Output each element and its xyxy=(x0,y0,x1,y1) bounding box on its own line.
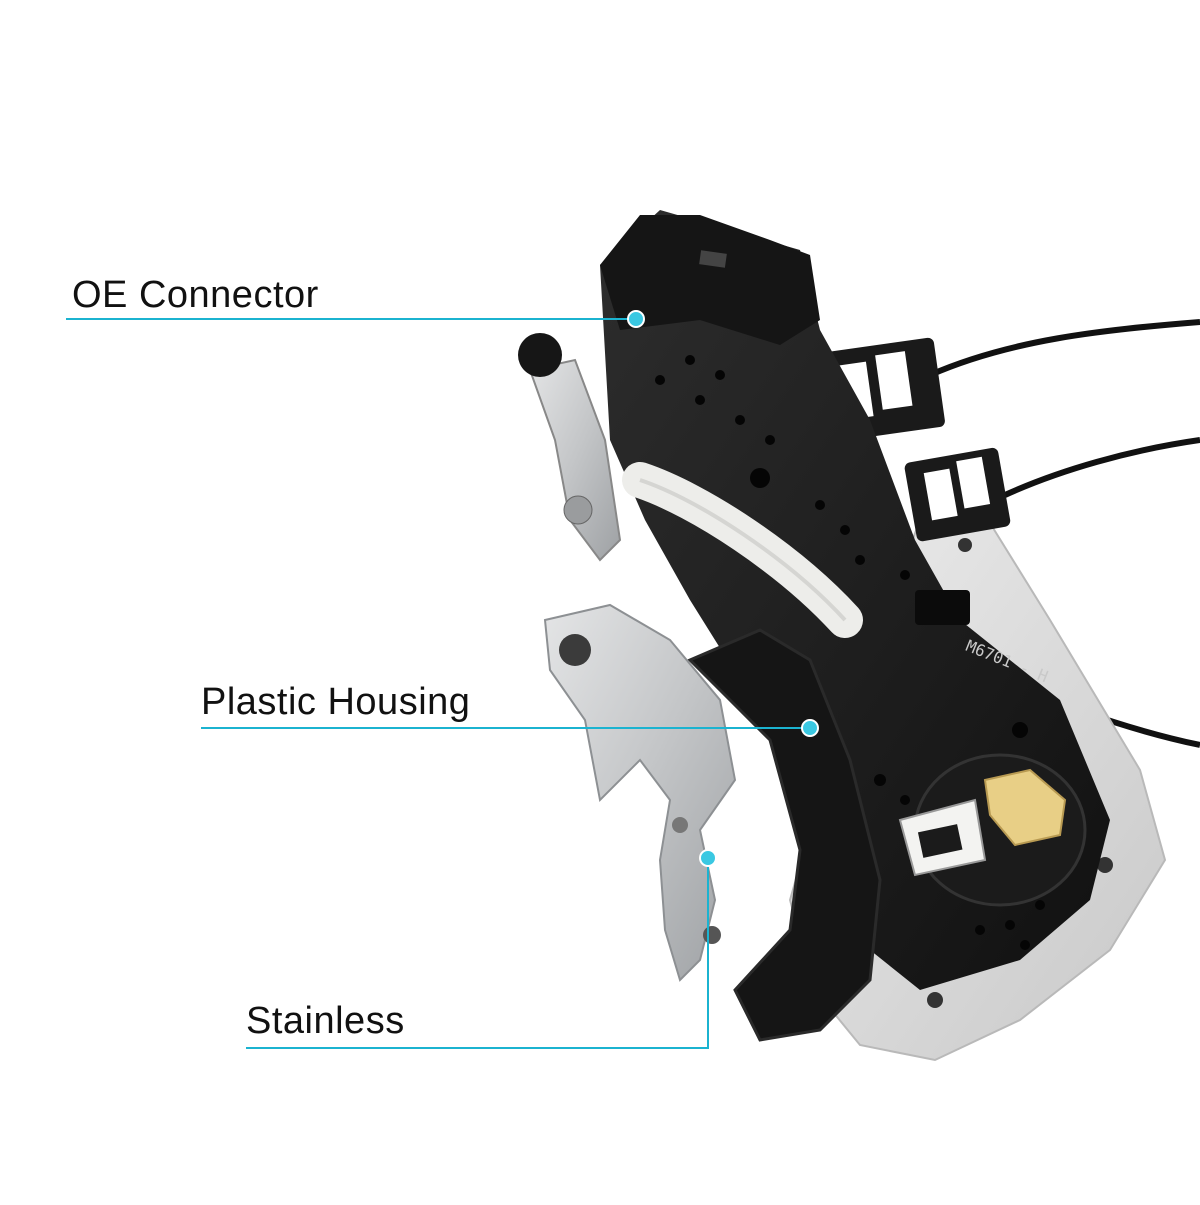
callout-dot-stainless xyxy=(699,849,717,867)
callout-dot-plastic-housing xyxy=(801,719,819,737)
motor-cover xyxy=(898,753,1087,950)
callout-dot-oe-connector xyxy=(627,310,645,328)
callout-label-stainless: Stainless xyxy=(246,1000,405,1042)
callout-dots xyxy=(627,310,819,867)
callout-line-stainless xyxy=(246,858,709,1049)
callout-label-plastic-housing: Plastic Housing xyxy=(201,681,471,723)
metal-lever xyxy=(518,333,622,562)
callout-label-oe-connector: OE Connector xyxy=(72,274,319,316)
stainless-latch-plate xyxy=(543,603,737,982)
callout-lines xyxy=(66,318,810,1049)
white-cable-sleeve xyxy=(622,462,863,638)
rubber-gasket xyxy=(687,628,882,1042)
